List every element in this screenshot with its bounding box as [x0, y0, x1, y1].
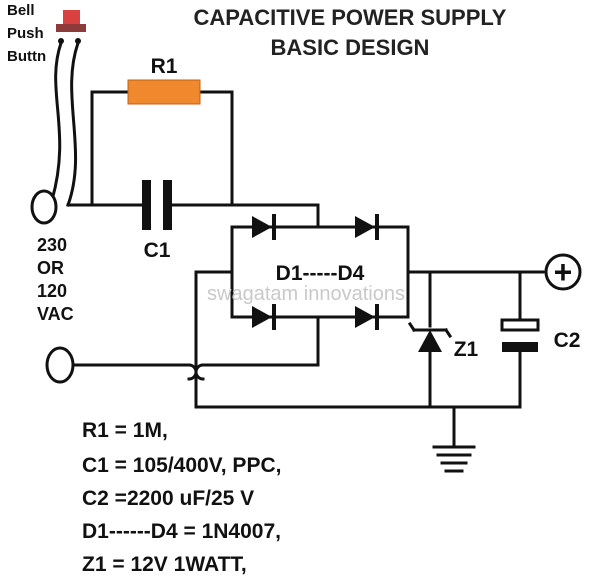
- watermark: swagatam innovations: [207, 283, 405, 305]
- positive-symbol: +: [554, 254, 573, 290]
- spec-line-5: Z1 = 12V 1WATT,: [82, 553, 247, 576]
- label-z1: Z1: [454, 338, 479, 361]
- spec-line-2: C1 = 105/400V, PPC,: [82, 454, 281, 477]
- label-c2: C2: [554, 329, 581, 352]
- positive-terminal: [544, 253, 582, 291]
- input-label-line-2: OR: [37, 258, 64, 278]
- resistor-r1: [127, 79, 201, 105]
- button-label-line-1: Bell: [7, 2, 35, 19]
- spec-line-4: D1------D4 = 1N4007,: [82, 520, 281, 543]
- bell-push-button: [56, 10, 86, 44]
- title-line-2: BASIC DESIGN: [271, 35, 430, 60]
- zener-z1: [407, 270, 453, 409]
- input-label-line-4: VAC: [37, 304, 74, 324]
- ac-terminal-bottom: [45, 346, 75, 384]
- button-label-line-3: Buttn: [7, 48, 46, 65]
- label-c1: C1: [144, 239, 171, 262]
- bridge-rectifier: [71, 214, 410, 409]
- spec-line-3: C2 =2200 uF/25 V: [82, 487, 254, 510]
- button-label-line-2: Push: [7, 25, 44, 42]
- label-bridge: D1-----D4: [276, 262, 365, 285]
- r1-c1-network: [90, 90, 320, 229]
- spec-line-1: R1 = 1M,: [82, 419, 168, 442]
- button-cap: [63, 10, 80, 24]
- capacitor-c2: [500, 270, 540, 409]
- input-label-line-1: 230: [37, 235, 67, 255]
- capacitor-c1-plate-b: [163, 180, 172, 230]
- button-wires: [50, 41, 94, 207]
- title-line-1: CAPACITIVE POWER SUPPLY: [194, 5, 507, 30]
- capacitor-c1-plate-a: [142, 180, 151, 230]
- input-label-line-3: 120: [37, 281, 67, 301]
- ground-symbol: [432, 405, 476, 473]
- ac-terminal-top: [30, 189, 58, 225]
- button-base: [56, 24, 86, 32]
- label-r1: R1: [151, 55, 178, 78]
